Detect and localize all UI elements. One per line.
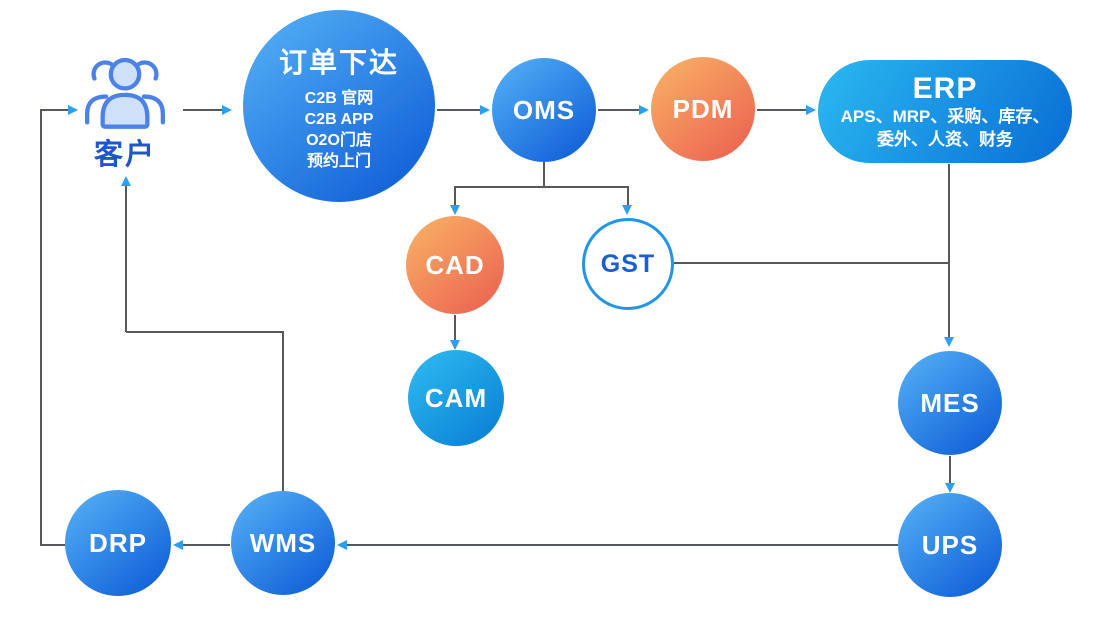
node-erp: ERP APS、MRP、采购、库存、 委外、人资、财务 [818, 60, 1072, 163]
order-channel-c2b-web: C2B 官网 [304, 89, 374, 107]
connector-wms-loop-up [125, 186, 127, 332]
arrowhead-into-gst-icon [622, 205, 632, 215]
connector-wms-to-drp [183, 544, 230, 546]
node-pdm: PDM [651, 57, 755, 161]
connector-mes-to-ups [949, 456, 951, 483]
erp-modules-line-2: 委外、人资、财务 [877, 129, 1013, 149]
connector-oms-to-pdm [598, 109, 639, 111]
arrowhead-into-drp-icon [173, 540, 183, 550]
cad-label: CAD [425, 249, 485, 280]
arrowhead-into-ups-icon [945, 483, 955, 493]
order-channel-appointment: 预约上门 [306, 152, 371, 170]
node-cam: CAM [408, 350, 504, 446]
node-drp: DRP [65, 490, 171, 596]
connector-order-to-oms [437, 109, 480, 111]
order-channel-c2b-app: C2B APP [304, 110, 374, 128]
erp-modules-line-1: APS、MRP、采购、库存、 [840, 106, 1050, 126]
connector-ups-to-wms [347, 544, 898, 546]
connector-customer-to-order [183, 109, 222, 111]
connector-branch-to-gst [627, 188, 629, 205]
node-order-placement: 订单下达 C2B 官网 C2B APP O2O门店 预约上门 [243, 10, 435, 202]
customer-people-group-icon [85, 57, 165, 129]
oms-label: OMS [512, 94, 576, 125]
mes-label: MES [920, 387, 980, 418]
pdm-label: PDM [672, 93, 734, 124]
arrowhead-into-order-icon [222, 105, 232, 115]
ups-label: UPS [921, 529, 979, 560]
arrowhead-into-mes-icon [944, 337, 954, 347]
order-channel-o2o-store: O2O门店 [306, 131, 372, 149]
arrowhead-into-cad-icon [450, 205, 460, 215]
drp-label: DRP [89, 527, 147, 558]
arrowhead-into-erp-icon [806, 105, 816, 115]
connector-branch-to-cad [454, 188, 456, 205]
arrowhead-into-oms-icon [480, 105, 490, 115]
arrowhead-into-wms-icon [337, 540, 347, 550]
connector-oms-branch-horizontal [454, 186, 629, 188]
connector-wms-loop-vertical [282, 332, 284, 491]
arrowhead-into-customer-icon [68, 105, 78, 115]
node-oms: OMS [492, 58, 596, 162]
node-ups: UPS [898, 493, 1002, 597]
arrowhead-into-cam-icon [450, 340, 460, 350]
connector-erp-to-mes [948, 164, 950, 337]
arrowhead-up-into-customer-icon [121, 176, 131, 186]
erp-title: ERP [912, 71, 978, 105]
gst-label: GST [600, 249, 656, 278]
arrowhead-into-pdm-icon [639, 105, 649, 115]
node-customer-label: 客户 [93, 139, 156, 171]
cam-label: CAM [424, 382, 488, 413]
node-gst: GST [582, 218, 674, 310]
connector-wms-loop-horizontal [126, 331, 284, 333]
connector-cad-to-cam [454, 315, 456, 340]
order-title: 订单下达 [278, 46, 399, 78]
node-wms: WMS [231, 491, 335, 595]
connector-drp-loop-top [42, 109, 68, 111]
wms-label: WMS [249, 527, 317, 558]
connector-oms-branch-stem [543, 162, 545, 188]
connector-drp-loop-bottom [40, 544, 66, 546]
node-cad: CAD [406, 216, 504, 314]
connector-pdm-to-erp [757, 109, 806, 111]
connector-gst-to-erp-line [674, 262, 950, 264]
connector-drp-loop-vertical [40, 109, 42, 546]
node-mes: MES [898, 351, 1002, 455]
